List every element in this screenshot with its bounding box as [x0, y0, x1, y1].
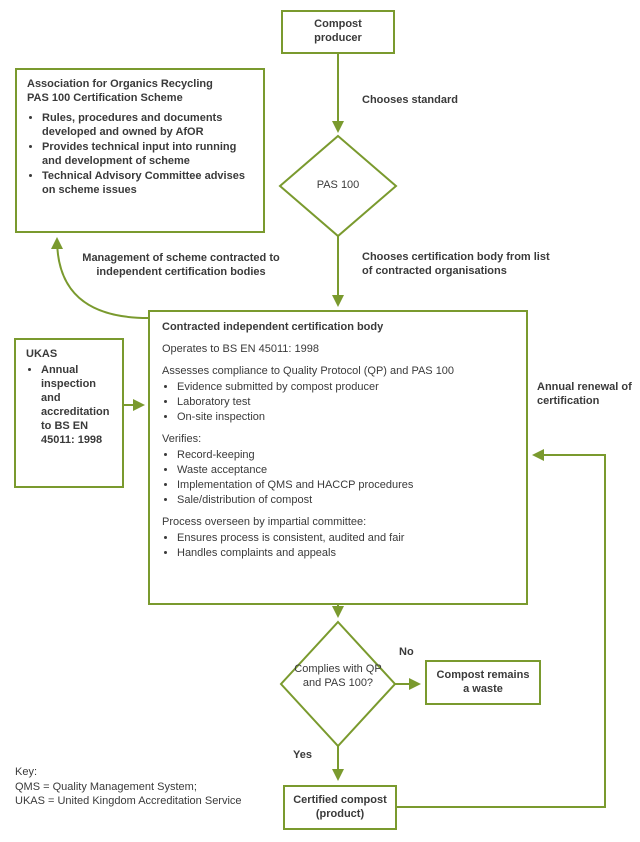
bullet-item: Ensures process is consistent, audited a…	[177, 532, 514, 546]
bullet-item: Provides technical input into running an…	[42, 141, 253, 169]
ukas-bullet-list: Annual inspection and accreditation to B…	[26, 364, 112, 448]
key-qms: QMS = Quality Management System;	[15, 780, 197, 793]
assesses-title: Assesses compliance to Quality Protocol …	[162, 364, 455, 377]
assesses-section: Assesses compliance to Quality Protocol …	[162, 365, 514, 425]
committee-bullet-list: Ensures process is consistent, audited a…	[162, 532, 514, 561]
verifies-section: Verifies: Record-keepingWaste acceptance…	[162, 433, 514, 508]
key-block: Key: QMS = Quality Management System; UK…	[15, 765, 242, 809]
verifies-title: Verifies:	[162, 432, 202, 445]
bullet-item: On-site inspection	[177, 411, 514, 425]
bullet-item: Sale/distribution of compost	[177, 494, 514, 508]
chooses-standard-label: Chooses standard	[362, 94, 458, 106]
ukas-box: UKAS Annual inspection and accreditation…	[14, 338, 124, 488]
edge-certified-renewal-to-certbody	[397, 449, 606, 808]
ukas-title: UKAS	[26, 348, 58, 360]
bullet-item: Rules, procedures and documents develope…	[42, 112, 253, 140]
complies-diamond-label: Complies with QP and PAS 100?	[294, 663, 382, 689]
afor-bullet-list: Rules, procedures and documents develope…	[27, 112, 253, 198]
chooses-cert-body-label: Chooses certification body from list of …	[362, 251, 550, 277]
management-label: Management of scheme contracted to indep…	[82, 252, 280, 278]
operates-text: Operates to BS EN 45011: 1998	[162, 342, 319, 355]
afor-title-line2: PAS 100 Certification Scheme	[27, 91, 183, 104]
key-ukas: UKAS = United Kingdom Accreditation Serv…	[15, 795, 242, 808]
assesses-bullet-list: Evidence submitted by compost producerLa…	[162, 381, 514, 425]
pas100-diamond-label: PAS 100	[316, 179, 360, 191]
bullet-item: Annual inspection and accreditation to B…	[41, 364, 112, 448]
certification-body-title: Contracted independent certification bod…	[162, 321, 384, 333]
afor-box: Association for Organics Recycling PAS 1…	[15, 68, 265, 233]
compost-producer-box: Compost producer	[281, 10, 395, 54]
bullet-item: Implementation of QMS and HACCP procedur…	[177, 479, 514, 493]
compost-waste-box: Compost remains a waste	[425, 660, 541, 705]
compost-waste-label: Compost remains a waste	[436, 668, 530, 695]
afor-title-line1: Association for Organics Recycling	[27, 78, 213, 90]
certified-compost-box: Certified compost (product)	[283, 785, 397, 830]
bullet-item: Record-keeping	[177, 449, 514, 463]
committee-section: Process overseen by impartial committee:…	[162, 516, 514, 561]
edge-certbody-to-afor-curve	[51, 237, 149, 319]
bullet-item: Laboratory test	[177, 396, 514, 410]
bullet-item: Technical Advisory Committee advises on …	[42, 170, 253, 198]
certified-compost-label: Certified compost (product)	[293, 793, 387, 820]
key-title: Key:	[15, 766, 38, 778]
bullet-item: Handles complaints and appeals	[177, 547, 514, 561]
no-label: No	[399, 646, 414, 658]
committee-title: Process overseen by impartial committee:	[162, 515, 367, 528]
compost-producer-label: Compost producer	[314, 18, 362, 44]
bullet-item: Waste acceptance	[177, 464, 514, 478]
bullet-item: Evidence submitted by compost producer	[177, 381, 514, 395]
annual-renewal-label: Annual renewal of certification	[537, 381, 632, 407]
verifies-bullet-list: Record-keepingWaste acceptanceImplementa…	[162, 449, 514, 508]
certification-body-box: Contracted independent certification bod…	[148, 310, 528, 605]
yes-label: Yes	[293, 749, 312, 761]
